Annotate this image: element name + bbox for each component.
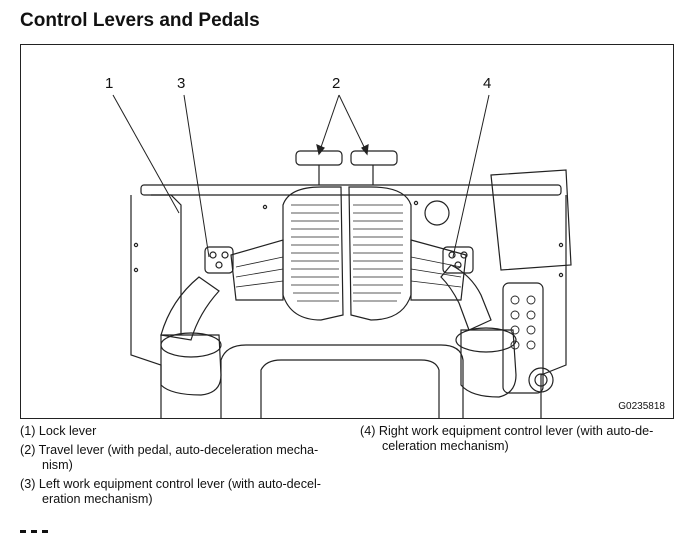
callout-1: 1 [105,75,114,92]
cropped-heading-fragment [20,522,60,533]
section-title: Control Levers and Pedals [20,10,260,31]
captions-right-column: (4) Right work equipment control lever (… [360,424,680,458]
line-drawing [112,94,572,418]
figure-id: G0235818 [618,401,665,412]
callout-4: 4 [483,75,492,92]
caption-right-work-lever: (4) Right work equipment control lever (… [360,424,654,453]
captions-left-column: (1) Lock lever (2) Travel lever (with pe… [20,424,340,511]
caption-left-work-lever: (3) Left work equipment control lever (w… [20,477,321,506]
callout-3: 3 [177,75,186,92]
caption-lock-lever: (1) Lock lever [20,424,97,438]
caption-travel-lever: (2) Travel lever (with pedal, auto-decel… [20,443,319,472]
cab-controls-illustration: 1 2 3 4 G0235818 [20,44,674,419]
callout-2: 2 [332,75,341,92]
